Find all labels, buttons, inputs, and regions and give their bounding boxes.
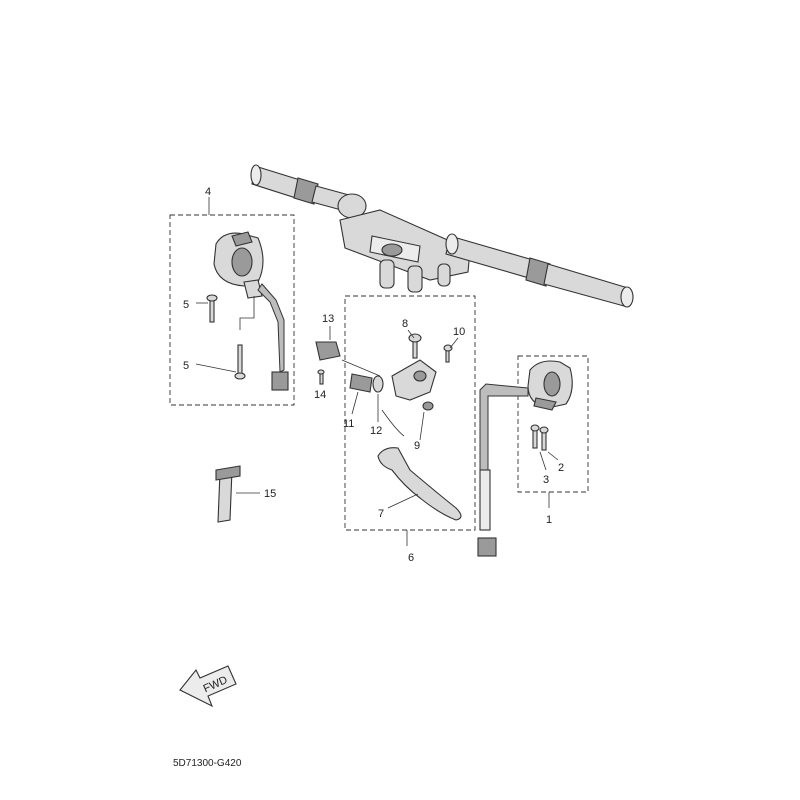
callout-5a: 5 bbox=[183, 299, 189, 311]
lever-assembly bbox=[315, 295, 476, 546]
callout-10: 10 bbox=[453, 326, 465, 338]
callout-2: 2 bbox=[558, 462, 564, 474]
fwd-arrow-icon bbox=[179, 665, 237, 708]
callout-3: 3 bbox=[543, 474, 549, 486]
callout-1: 1 bbox=[546, 514, 552, 526]
right-switch-assembly bbox=[477, 355, 589, 557]
handlebar bbox=[250, 164, 634, 308]
callout-6: 6 bbox=[408, 552, 414, 564]
callout-13: 13 bbox=[322, 313, 334, 325]
callout-5b: 5 bbox=[183, 360, 189, 372]
callout-4: 4 bbox=[205, 186, 211, 198]
callout-7: 7 bbox=[378, 508, 384, 520]
callout-8: 8 bbox=[402, 318, 408, 330]
callout-12: 12 bbox=[370, 425, 382, 437]
callout-15: 15 bbox=[264, 488, 276, 500]
diagram-code: 5D71300-G420 bbox=[173, 758, 242, 769]
callout-11: 11 bbox=[343, 418, 354, 430]
left-switch-assembly bbox=[169, 197, 295, 406]
callout-9: 9 bbox=[414, 440, 420, 452]
cable-band bbox=[215, 465, 260, 523]
callout-14: 14 bbox=[314, 389, 326, 401]
